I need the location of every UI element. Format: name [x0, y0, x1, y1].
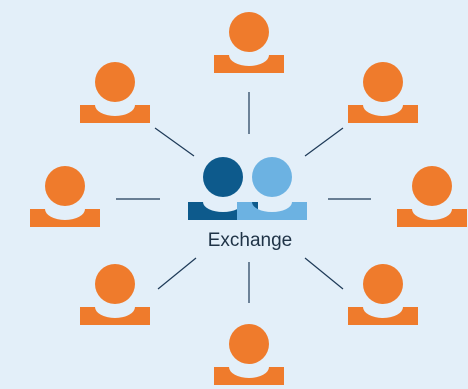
person-icon	[397, 166, 467, 227]
person-node-top-left	[80, 62, 150, 123]
connector-line	[304, 257, 344, 290]
person-icon	[214, 324, 284, 385]
person-node-bottom-left	[80, 264, 150, 325]
person-node-left	[30, 166, 100, 227]
person-icon	[80, 264, 150, 325]
person-node-top	[214, 12, 284, 73]
person-icon	[30, 166, 100, 227]
connector-line	[154, 127, 195, 157]
person-node-bottom	[214, 324, 284, 385]
person-node-bottom-right	[348, 264, 418, 325]
connectors	[116, 92, 371, 303]
person-icon	[348, 62, 418, 123]
exchange-hub-icon	[188, 157, 307, 220]
participant-nodes	[30, 12, 467, 385]
person-node-right	[397, 166, 467, 227]
person-node-top-right	[348, 62, 418, 123]
person-icon	[80, 62, 150, 123]
exchange-label: Exchange	[207, 230, 293, 251]
person-icon	[214, 12, 284, 73]
person-light-icon	[237, 157, 307, 220]
connector-line	[304, 127, 344, 157]
connector-line	[157, 257, 197, 290]
person-icon	[348, 264, 418, 325]
